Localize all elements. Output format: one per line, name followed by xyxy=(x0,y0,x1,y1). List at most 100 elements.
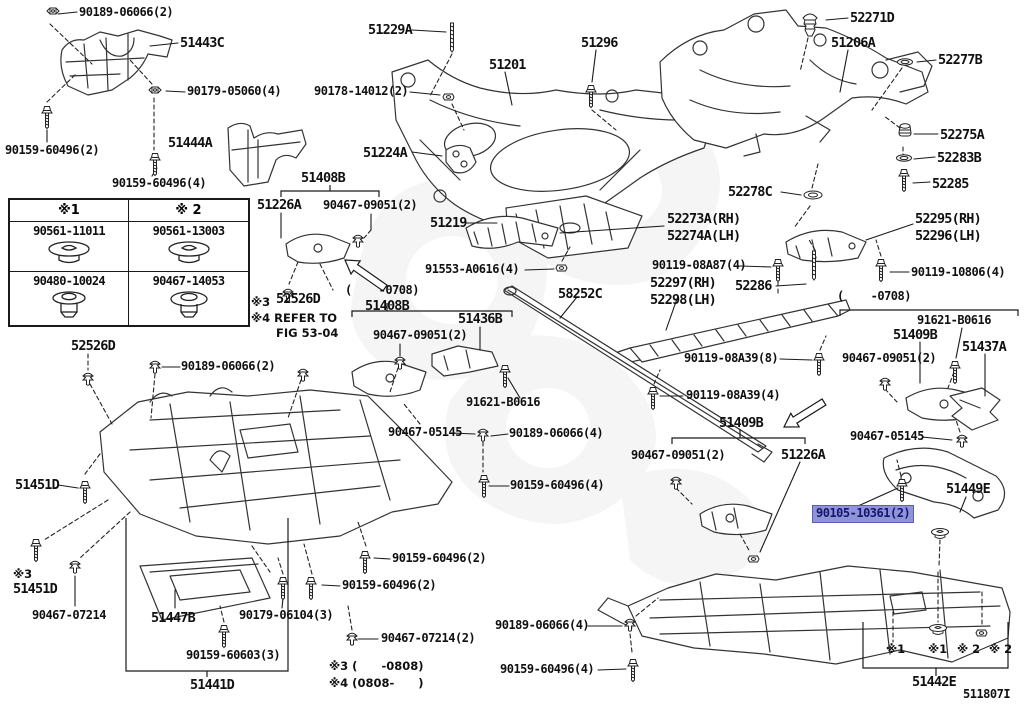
part-label: 52296(LH) xyxy=(915,228,982,244)
part-label: ※ 2 xyxy=(957,642,981,656)
part-label: 51409B xyxy=(719,415,764,431)
part-label: 91553-A0616(4) xyxy=(425,262,520,276)
part-51444A xyxy=(227,122,307,187)
part-label: 51408B xyxy=(365,298,410,314)
arrow-down-left-icon xyxy=(783,398,827,428)
part-label: 90178-14012(2) xyxy=(314,84,409,98)
part-label: 51206A xyxy=(831,35,876,51)
part-52295-support xyxy=(785,229,867,263)
part-label: 90159-60496(4) xyxy=(500,662,595,676)
part-label: 51201 xyxy=(489,57,526,73)
bracket-lines xyxy=(125,185,1019,677)
part-label: 51408B xyxy=(301,170,346,186)
part-label: 90119-08A87(4) xyxy=(652,258,747,272)
part-label: 90179-05060(4) xyxy=(187,84,282,98)
part-label: 52297(RH) xyxy=(650,275,717,291)
part-label: 58252C xyxy=(558,286,603,302)
part-label: 52275A xyxy=(940,127,985,143)
direction-arrows xyxy=(344,259,827,428)
part-number: 90467-14053 xyxy=(152,274,225,288)
part-51442E-rear-cover xyxy=(597,565,1011,665)
part-label: 90159-60603(3) xyxy=(186,648,281,662)
part-label: 90467-09051(2) xyxy=(323,198,418,212)
part-label: 52278C xyxy=(728,184,773,200)
part-label: 90467-09051(2) xyxy=(842,351,937,365)
part-51206A-rear-member xyxy=(659,9,933,157)
part-51449E-arm xyxy=(882,447,1006,519)
part-number: 90561-13003 xyxy=(152,224,225,238)
part-label: 511807I xyxy=(963,687,1011,701)
part-label: 90467-09051(2) xyxy=(373,328,468,342)
part-label: 51443C xyxy=(180,35,225,51)
part-label: 51449E xyxy=(946,481,991,497)
leader-lines-dashed xyxy=(43,23,983,653)
part-label: 52271D xyxy=(850,10,895,26)
part-label: 90467-09051(2) xyxy=(631,448,726,462)
part-label: 52285 xyxy=(932,176,969,192)
part-58252C-brace xyxy=(503,285,773,463)
part-engine-under-cover xyxy=(99,387,453,545)
part-label: 51224A xyxy=(363,145,408,161)
part-51447B-tray xyxy=(139,557,271,621)
part-label: 52526D xyxy=(71,338,116,354)
part-number: 90561-11011 xyxy=(33,224,105,238)
part-label: 90119-08A39(4) xyxy=(686,388,781,402)
part-label: ※3 ( -0808) xyxy=(329,659,424,673)
part-outlines xyxy=(60,9,1011,665)
part-label: 52298(LH) xyxy=(650,292,717,308)
part-label: ※ 2 xyxy=(989,642,1013,656)
part-label: 52274A(LH) xyxy=(667,228,741,244)
part-label: 51441D xyxy=(190,677,235,693)
part-label: 51229A xyxy=(368,22,413,38)
part-label: ( -0708) xyxy=(837,289,911,303)
table-cell: 90561-13003 xyxy=(129,222,248,272)
highlighted-part-label: 90105-10361(2) xyxy=(812,505,915,523)
leader-lines-solid xyxy=(46,11,986,671)
part-label: 90189-06066(4) xyxy=(495,618,590,632)
part-label: 52295(RH) xyxy=(915,211,982,227)
part-label: 90159-60496(4) xyxy=(112,176,207,190)
part-label: ※3 xyxy=(13,567,33,581)
part-label: 51226A xyxy=(781,447,826,463)
part-51436B-bracket xyxy=(431,345,499,377)
part-label: 90179-06104(3) xyxy=(239,608,334,622)
part-label: 90159-60496(2) xyxy=(392,551,487,565)
part-label: 90189-06066(2) xyxy=(181,359,276,373)
part-label: FIG 53-04 xyxy=(276,326,339,340)
part-label: 90159-60496(2) xyxy=(342,578,437,592)
part-label: 90159-60496(4) xyxy=(510,478,605,492)
part-label: 90467-07214 xyxy=(32,608,106,622)
part-label: 51409B xyxy=(893,327,938,343)
part-52273A-support xyxy=(465,215,559,249)
part-label: 51436B xyxy=(458,311,503,327)
grommet-icon xyxy=(167,241,210,264)
part-label: ※1 xyxy=(928,642,948,656)
part-51443C xyxy=(60,29,173,96)
part-label: 51451D xyxy=(13,581,58,597)
part-label: 51442E xyxy=(912,674,957,690)
part-label: 51226A xyxy=(257,197,302,213)
part-label: 90467-05145 xyxy=(850,429,924,443)
fastener-variant-table: ※1 ※ 2 90561-11011 90561-13003 xyxy=(8,198,250,327)
part-label: 90467-07214(2) xyxy=(381,631,476,645)
part-label: 51447B xyxy=(151,610,196,626)
part-label: 90189-06066(2) xyxy=(79,5,174,19)
part-label: 51437A xyxy=(962,339,1007,355)
table-header-1: ※1 xyxy=(10,200,129,222)
part-label: 51296 xyxy=(581,35,618,51)
part-51226A-upper-support xyxy=(285,233,351,264)
plug-bolt-icon xyxy=(52,291,86,318)
table-header-2: ※ 2 xyxy=(129,200,248,222)
part-label: 52277B xyxy=(938,52,983,68)
part-label: 91621-B0616 xyxy=(466,395,540,409)
part-label: ※4 (0808- ) xyxy=(329,676,424,690)
part-number: 90480-10024 xyxy=(33,274,105,288)
part-label: 91621-B0616 xyxy=(917,313,991,327)
part-label: 52526D xyxy=(276,291,321,307)
arrow-up-left-icon xyxy=(344,259,388,292)
part-label: 90119-10806(4) xyxy=(911,265,1006,279)
table-cell: 90561-11011 xyxy=(10,222,129,272)
grommet-icon xyxy=(48,241,90,264)
part-label: 90159-60496(2) xyxy=(5,143,100,157)
